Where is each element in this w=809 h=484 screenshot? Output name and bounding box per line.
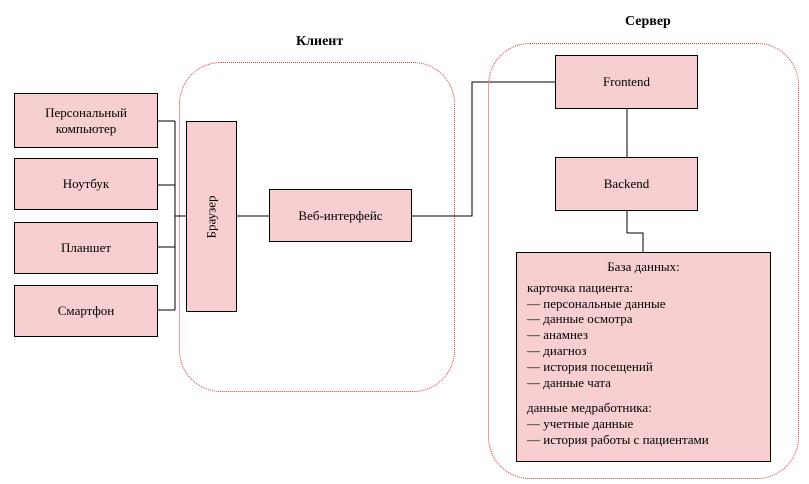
browser-label: Браузер: [203, 195, 219, 238]
device-smartphone: Смартфон: [14, 285, 158, 337]
backend-label: Backend: [603, 176, 650, 191]
device-laptop: Ноутбук: [14, 158, 158, 210]
device-personal-computer: Персональный компьютер: [14, 93, 158, 148]
list-item: — учетные данные: [527, 416, 634, 432]
device-laptop-label: Ноутбук: [62, 176, 110, 191]
database-title: База данных:: [607, 259, 680, 274]
list-item: — персональные данные: [527, 295, 666, 311]
database-block: База данных: карточка пациента: — персон…: [516, 252, 771, 462]
patient-card-header: карточка пациента:: [527, 279, 634, 295]
server-zone: [488, 43, 799, 479]
client-zone-title: Клиент: [296, 34, 344, 49]
staff-data-list: — учетные данные — история работы с паци…: [527, 416, 760, 448]
device-personal-computer-label: Персональный компьютер: [45, 104, 127, 136]
backend-block: Backend: [555, 157, 698, 211]
browser-block: Браузер: [186, 121, 237, 312]
web-interface-block: Веб-интерфейс: [269, 189, 412, 242]
list-item: — история посещений: [527, 358, 653, 374]
patient-card-list: — персональные данные — данные осмотра —…: [527, 296, 760, 391]
server-zone-title: Сервер: [625, 14, 671, 29]
device-smartphone-label: Смартфон: [57, 303, 115, 318]
list-item: — данные осмотра: [527, 311, 633, 327]
device-tablet-label: Планшет: [60, 240, 112, 255]
staff-data-header: данные медработника:: [527, 400, 652, 416]
list-item: — диагноз: [527, 342, 587, 358]
frontend-block: Frontend: [555, 55, 698, 109]
list-item: — история работы с пациентами: [527, 431, 709, 447]
device-tablet: Планшет: [14, 222, 158, 274]
frontend-label: Frontend: [603, 74, 650, 89]
connector-backend-db: [626, 211, 644, 252]
list-item: — данные чата: [527, 374, 611, 390]
list-item: — анамнез: [527, 327, 588, 343]
web-interface-label: Веб-интерфейс: [298, 207, 383, 223]
client-zone: [179, 62, 455, 392]
